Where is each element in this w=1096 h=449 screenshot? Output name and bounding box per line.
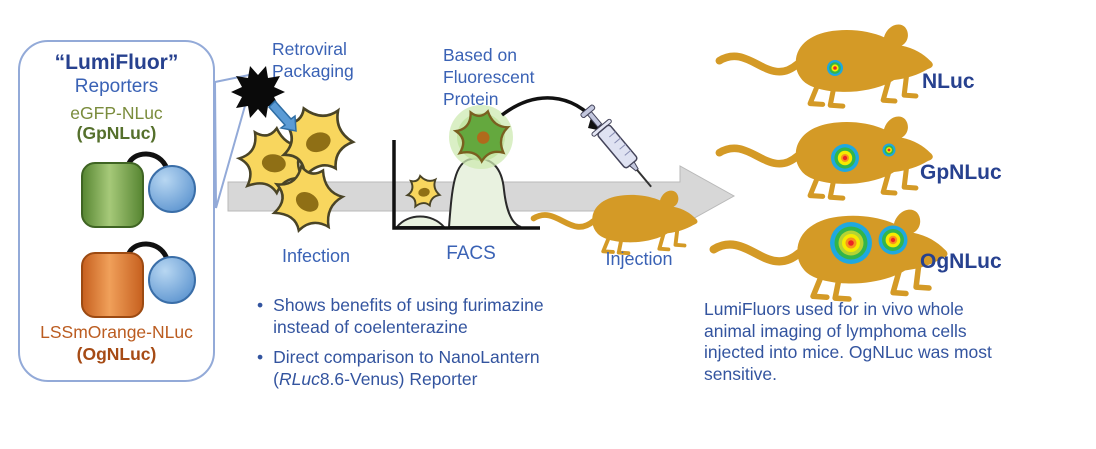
infection-arrow [267, 99, 297, 132]
lumifluor-reporters-panel: “LumiFluor” Reporters eGFP-NLuc (GpNLuc)… [18, 40, 215, 382]
process-arrow [227, 165, 736, 227]
mouse-nluc [719, 24, 932, 106]
mouse-gpnluc [719, 116, 932, 198]
label-based-on-fluorescent-protein: Based on Fluorescent Protein [443, 45, 535, 109]
facs-plot [392, 140, 540, 230]
reporter-ognluc-alias: (OgNLuc) [76, 344, 157, 364]
mouse-ognluc [714, 210, 948, 299]
sorted-cell-icon [403, 172, 443, 210]
panel-title: “LumiFluor” [54, 51, 179, 74]
bullet-nanolantern-text: Direct comparison to NanoLantern ( [273, 347, 540, 389]
injected-mouse [534, 191, 698, 254]
signal-spot-medium2 [878, 225, 908, 255]
label-infection: Infection [281, 246, 351, 266]
infected-cells [233, 95, 361, 244]
label-gpnluc-mouse: GpNLuc [920, 161, 1002, 184]
bullet-nanolantern-italic: RLuc [278, 368, 320, 389]
signal-spot-small [827, 60, 843, 76]
facs-axes [392, 140, 540, 230]
label-nluc-mouse: NLuc [922, 70, 975, 93]
reporter-gpnluc-alias: (GpNLuc) [76, 123, 157, 143]
benefits-bullet-list: Shows benefits of using furimazine inste… [253, 295, 665, 399]
panel-subtitle: Reporters [74, 76, 159, 97]
reporter-egfp-nluc-name: eGFP-NLuc [70, 103, 163, 123]
bullet-furimazine-text: Shows benefits of using furimazine inste… [273, 295, 544, 337]
bullet-nanolantern-text-end: 8.6-Venus) Reporter [319, 368, 478, 389]
label-ognluc-mouse: OgNLuc [920, 250, 1002, 273]
bullet-nanolantern: Direct comparison to NanoLantern (RLuc8.… [253, 347, 665, 390]
label-retroviral-packaging: Retroviral Packaging [272, 39, 354, 81]
signal-spot-tiny [882, 143, 896, 157]
signal-spot-large [830, 222, 872, 264]
signal-spot-medium [831, 144, 859, 172]
fluorescent-cell-icon [448, 103, 514, 169]
label-facs: FACS [446, 243, 496, 264]
bubble-tail [213, 72, 256, 209]
reporter-lssmorange-nluc-name: LSSmOrange-NLuc [40, 322, 193, 342]
syringe-icon [580, 104, 652, 188]
label-injection: Injection [605, 249, 673, 269]
bullet-furimazine: Shows benefits of using furimazine inste… [253, 295, 665, 338]
in-vivo-caption: LumiFluors used for in vivo whole animal… [704, 299, 992, 384]
